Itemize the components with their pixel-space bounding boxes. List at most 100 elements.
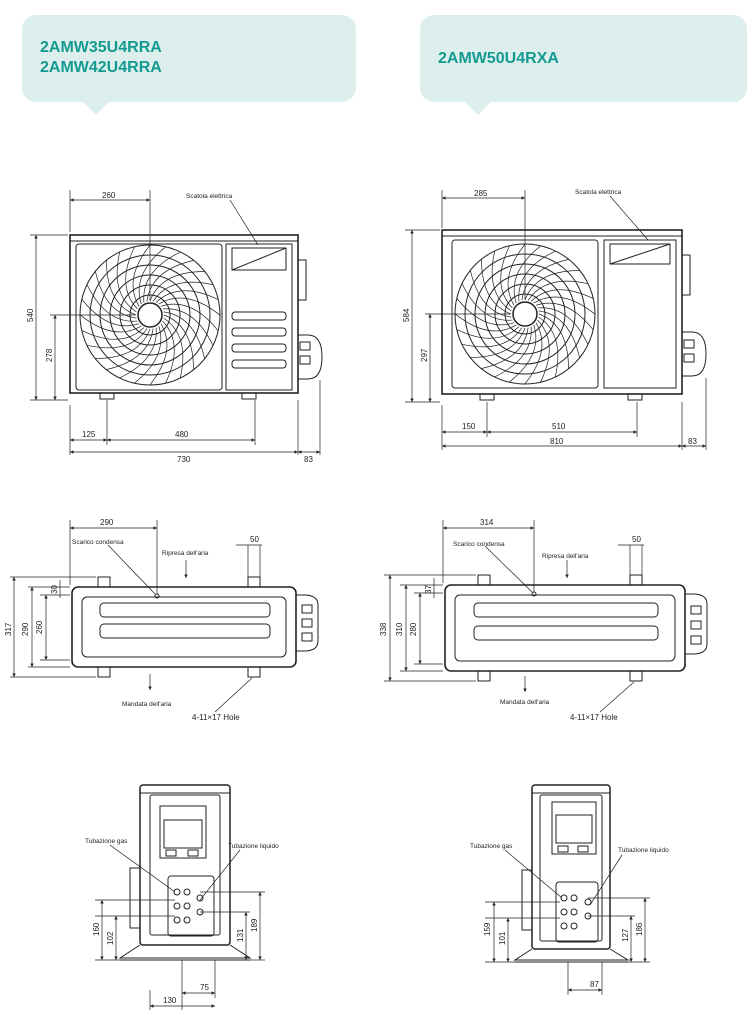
dim-label: 125 (82, 430, 96, 439)
fan-blade (155, 290, 219, 303)
fan-blade (494, 326, 532, 378)
bubble-tail (82, 101, 110, 115)
dim-label: 338 (379, 622, 388, 636)
dim-label: 584 (402, 308, 411, 322)
dim-label: 37 (424, 585, 433, 594)
model-name: 2AMW35U4RRA (40, 39, 162, 56)
dim-label: 150 (462, 422, 476, 431)
dim-label: 186 (635, 922, 644, 936)
dim-label: 730 (177, 455, 191, 464)
dim-label: 102 (106, 931, 115, 945)
fan-blade (537, 307, 589, 345)
bubble-tail (464, 101, 492, 115)
fan-blade (138, 246, 166, 305)
fan-blade (143, 251, 181, 303)
fan-blade (518, 250, 556, 302)
fan-blade (461, 327, 523, 348)
front-dims-left (30, 190, 321, 455)
fan-blade (146, 260, 194, 302)
fan-blade (470, 270, 512, 318)
side-view-left (118, 784, 252, 961)
fan-blade (470, 327, 526, 358)
front-view-left (69, 234, 323, 400)
fan-blade (530, 289, 594, 302)
callout-label: Scatola elettrica (575, 189, 622, 196)
model-name: 2AMW42U4RRA (40, 59, 162, 76)
dim-label: 75 (200, 983, 209, 992)
side-view-right (513, 784, 630, 963)
fan-blade (158, 297, 221, 316)
fan-blade (160, 303, 219, 331)
fan-blade (149, 323, 168, 386)
fan-blade (125, 246, 138, 310)
top-dims-left (10, 520, 262, 713)
front-view-right (441, 229, 707, 401)
dim-label: 260 (102, 191, 116, 200)
dim-label: 480 (175, 430, 189, 439)
top-view-left (71, 576, 319, 678)
fan-blade (162, 320, 175, 384)
dim-label: 101 (498, 931, 507, 945)
fan-blade (106, 328, 154, 370)
callout-label: Ripresa dell'aria (162, 550, 209, 557)
fan-blade (538, 313, 569, 369)
dim-label: 127 (621, 928, 630, 942)
fan-blade (163, 317, 184, 379)
fan-blade (95, 328, 151, 359)
fan-blade (132, 244, 151, 307)
fan-blade (481, 327, 529, 369)
dim-label: 87 (590, 980, 599, 989)
fan-blade (538, 316, 559, 378)
fan-blade (86, 328, 148, 349)
dim-label: 83 (688, 437, 697, 446)
fan-blade (81, 299, 140, 327)
dim-label: 280 (409, 622, 418, 636)
top-view-right (444, 574, 708, 682)
callout-label: Scarico condensa (72, 539, 124, 546)
fan-blade (456, 298, 515, 326)
dim-label: 130 (163, 996, 177, 1005)
dim-label: 540 (26, 308, 35, 322)
fan-blade (535, 302, 594, 330)
fan-blade (527, 280, 589, 301)
callout-label: Scarico condensa (453, 541, 505, 548)
model-name: 2AMW50U4RXA (438, 50, 559, 67)
fan-blade (454, 313, 517, 332)
fan-blade (500, 245, 513, 309)
fan-blade (116, 251, 137, 313)
fan-blade (163, 314, 194, 370)
dim-label: 50 (250, 535, 259, 544)
fan-blade (162, 308, 214, 346)
fan-blade (81, 327, 145, 340)
front-dims-right (405, 190, 707, 450)
dim-label: 50 (632, 535, 641, 544)
dim-label: 317 (4, 622, 13, 636)
fan-blade (152, 281, 214, 302)
model-bubble-left: 2AMW35U4RRA 2AMW42U4RRA (22, 15, 356, 115)
fan-blade (524, 270, 580, 301)
dim-label: 290 (21, 622, 30, 636)
dim-label: 290 (100, 518, 114, 527)
fan-blade (79, 314, 142, 333)
fan-blade (521, 259, 569, 301)
fan-blade (95, 271, 137, 319)
dim-label: 189 (250, 918, 259, 932)
side-dims-left (95, 844, 265, 1010)
fan-blade (119, 327, 157, 379)
dim-label: 310 (395, 622, 404, 636)
fan-blade (106, 260, 137, 316)
fan-blade (533, 296, 596, 315)
fan-blade (86, 284, 138, 322)
fan-blade (461, 283, 513, 321)
fan-blade (524, 322, 543, 385)
fan-blade (507, 243, 526, 306)
dim-label: 510 (552, 422, 566, 431)
side-dims-right (485, 849, 650, 995)
dim-label: 285 (474, 189, 488, 198)
dim-label: 314 (480, 518, 494, 527)
dim-label: 30 (50, 585, 59, 594)
dim-label: 278 (45, 348, 54, 362)
dim-label: 297 (420, 348, 429, 362)
callout-label: Ripresa dell'aria (542, 553, 589, 560)
